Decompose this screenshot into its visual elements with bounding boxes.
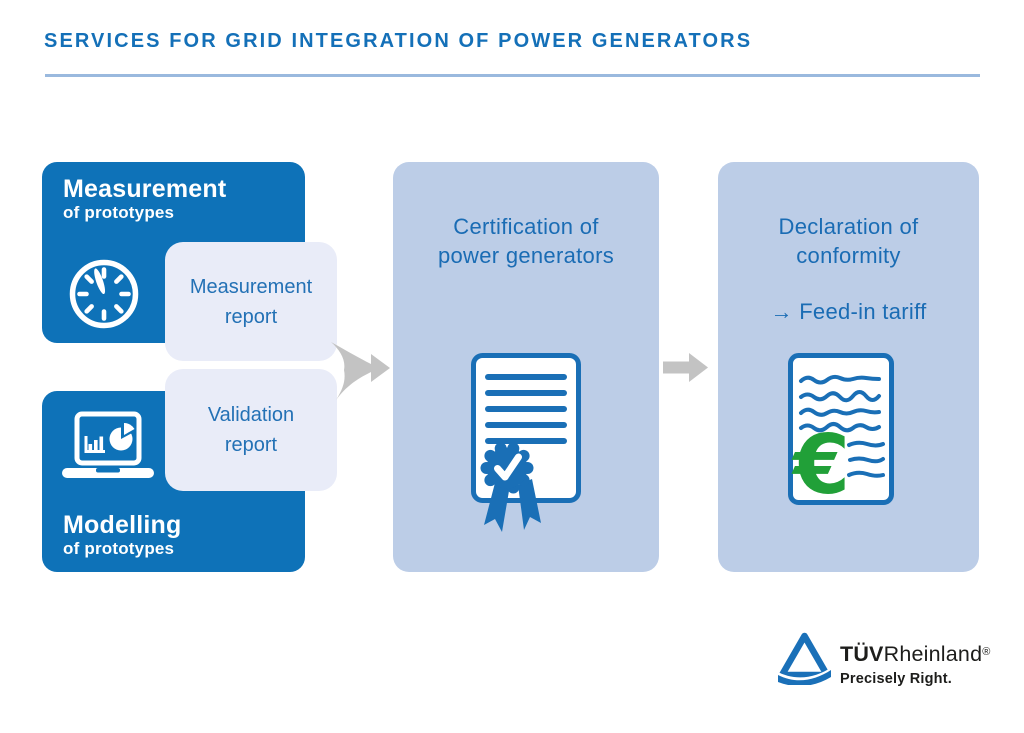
logo-text: TÜVRheinland® Precisely Right. — [840, 643, 991, 687]
arrow-right-icon — [663, 353, 708, 382]
laptop-analytics-icon — [62, 411, 154, 478]
node-certification: Certification of power generators — [393, 162, 659, 572]
validation-report-label: Validation report — [207, 404, 295, 456]
registered-mark: ® — [982, 646, 991, 658]
title-underline — [45, 74, 980, 77]
node-validation-report: Validation report — [165, 369, 337, 491]
modelling-title: Modelling — [63, 511, 182, 539]
logo-tagline: Precisely Right. — [840, 670, 952, 687]
measurement-subtitle: of prototypes — [63, 203, 175, 222]
measurement-title: Measurement — [63, 175, 227, 203]
measurement-text: Measurement of prototypes — [63, 175, 226, 223]
logo-brand-line: TÜVRheinland® — [840, 643, 991, 666]
tuv-rheinland-logo: TÜVRheinland® Precisely Right. — [776, 631, 991, 687]
node-declaration: Declaration of conformity → Feed-in tari… — [718, 162, 979, 572]
feed-in-tariff-note: → Feed-in tariff — [770, 299, 927, 324]
tuv-triangle-icon — [776, 632, 832, 685]
certificate-icon — [471, 353, 581, 532]
logo-tuv: TÜV — [840, 642, 884, 666]
merge-arrow-icon — [331, 342, 390, 400]
measurement-report-label: Measurement report — [189, 275, 313, 328]
node-measurement-report: Measurement report — [165, 242, 337, 361]
page-title: SERVICES FOR GRID INTEGRATION OF POWER G… — [44, 30, 753, 52]
gauge-icon — [69, 259, 139, 329]
modelling-subtitle: of prototypes — [63, 539, 175, 558]
certification-label: Certification of power generators — [437, 214, 614, 269]
euro-document-icon: € — [788, 353, 894, 506]
svg-text:€: € — [791, 418, 850, 506]
declaration-label: Declaration of conformity — [778, 214, 919, 269]
logo-rheinland: Rheinland — [883, 642, 983, 666]
modelling-text: Modelling of prototypes — [63, 511, 181, 559]
